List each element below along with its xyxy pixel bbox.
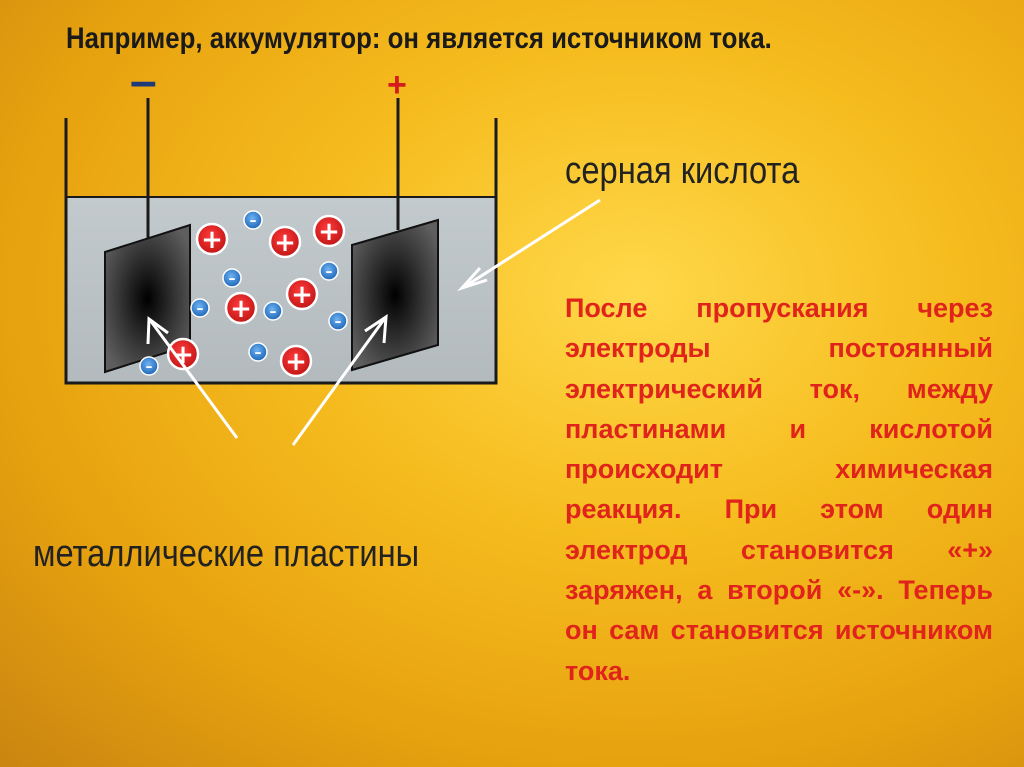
negative-ion: –	[222, 268, 242, 288]
positive-ion: +	[195, 222, 229, 256]
svg-text:+: +	[172, 340, 194, 370]
negative-terminal-sign: –	[130, 55, 157, 108]
svg-text:–: –	[335, 314, 342, 330]
svg-text:+: +	[230, 294, 252, 324]
acid-pointer-arrow	[457, 198, 601, 292]
positive-ion: +	[268, 225, 302, 259]
sulfuric-acid-label: серная кислота	[565, 150, 800, 192]
svg-text:–: –	[229, 271, 236, 287]
negative-ion: –	[190, 298, 210, 318]
positive-ion: +	[279, 344, 313, 378]
negative-ion: –	[139, 356, 159, 376]
metal-plates-label: металлические пластины	[33, 533, 420, 575]
negative-ion: –	[248, 342, 268, 362]
negative-ion: –	[263, 301, 283, 321]
svg-text:–: –	[270, 304, 277, 320]
svg-text:–: –	[255, 345, 262, 361]
svg-text:–: –	[197, 301, 204, 317]
battery-container	[64, 118, 498, 385]
svg-text:+: +	[274, 228, 296, 258]
plate-pointer-arrow	[146, 316, 239, 439]
description-paragraph: После пропускания через электроды постоя…	[565, 293, 993, 686]
plate-pointer-arrow	[291, 314, 388, 446]
positive-ion: +	[224, 291, 258, 325]
svg-text:–: –	[326, 264, 333, 280]
negative-ion: –	[243, 210, 263, 230]
svg-text:+: +	[201, 225, 223, 255]
svg-text:+: +	[285, 347, 307, 377]
positive-ion: +	[166, 337, 200, 371]
positive-ion: +	[285, 277, 319, 311]
negative-ion: –	[319, 261, 339, 281]
negative-ion: –	[328, 311, 348, 331]
positive-terminal-sign: +	[387, 66, 407, 104]
svg-text:+: +	[318, 217, 340, 247]
slide-title: Например, аккумулятор: он является источ…	[66, 22, 772, 55]
positive-ion: +	[312, 214, 346, 248]
svg-text:–: –	[250, 213, 257, 229]
svg-text:–: –	[146, 359, 153, 375]
svg-text:+: +	[291, 280, 313, 310]
